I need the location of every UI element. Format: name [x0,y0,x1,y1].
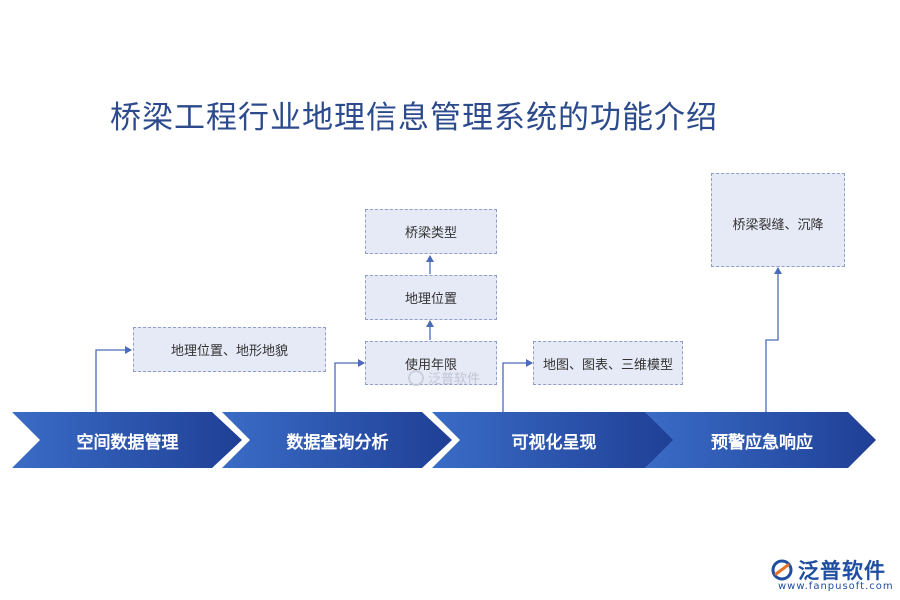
logo-url: www.fanpusoft.com [778,581,894,592]
logo-icon [771,559,793,581]
watermark-icon [408,369,424,386]
diagram-title: 桥梁工程行业地理信息管理系统的功能介绍 [110,100,718,136]
watermark-text: 泛普软件 [428,372,481,387]
box-bridge-type: 桥梁类型 [365,209,497,254]
connector-spatial [95,346,132,412]
stage-label-3: 可视化呈现 [511,432,597,453]
box-warning-items: 桥梁裂缝、沉降 [711,173,845,267]
logo-name: 泛普软件 [798,559,886,583]
stage-label-1: 空间数据管理 [76,432,179,453]
box-usage-years: 使用年限 [365,341,497,385]
chevron-stage-4 [645,412,876,468]
brand-logo: 泛普软件 [770,555,886,585]
box-spatial-location: 地理位置、地形地貌 [133,327,326,372]
watermark: 泛普软件 [408,368,480,387]
connector-warning [765,267,782,412]
connector-visual [502,359,533,412]
chevron-stage-1 [12,412,242,468]
box-visual-formats: 地图、图表、三维模型 [533,341,683,385]
stage-label-4: 预警应急响应 [711,432,813,453]
chevron-stage-2 [222,412,452,468]
stage-label-2: 数据查询分析 [286,432,389,453]
chevron-stage-3 [432,412,675,468]
connector-query [334,359,365,412]
box-geo-location: 地理位置 [365,275,497,320]
